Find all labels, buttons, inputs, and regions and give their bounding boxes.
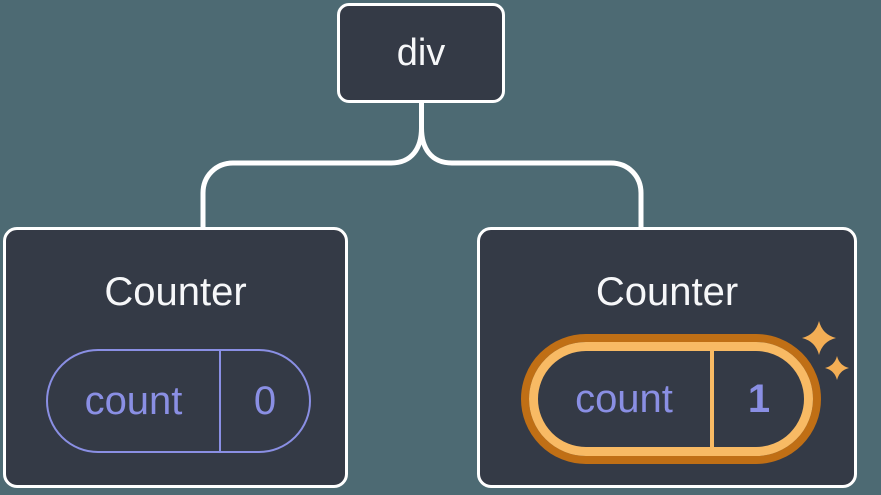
connector-right-branch xyxy=(419,125,644,232)
state-value: 1 xyxy=(747,376,771,421)
state-pill: count 0 xyxy=(46,349,311,453)
state-key-label: count xyxy=(538,351,714,447)
sparkle-large xyxy=(802,321,836,355)
sparkle-small xyxy=(825,356,849,380)
sparkle-icon xyxy=(802,321,849,380)
component-title: Counter xyxy=(104,270,247,314)
state-key-label: count xyxy=(48,351,221,451)
component-title: Counter xyxy=(595,270,739,314)
counter-card-left: Counter count 0 xyxy=(3,227,348,488)
root-node: div xyxy=(337,3,505,103)
state-pill-highlighted: count 1 xyxy=(521,334,821,464)
state-value: 0 xyxy=(253,378,277,423)
connector-left-branch xyxy=(200,125,424,232)
root-node-label: div xyxy=(396,31,446,74)
counter-card-right: Counter count 1 xyxy=(477,227,857,488)
